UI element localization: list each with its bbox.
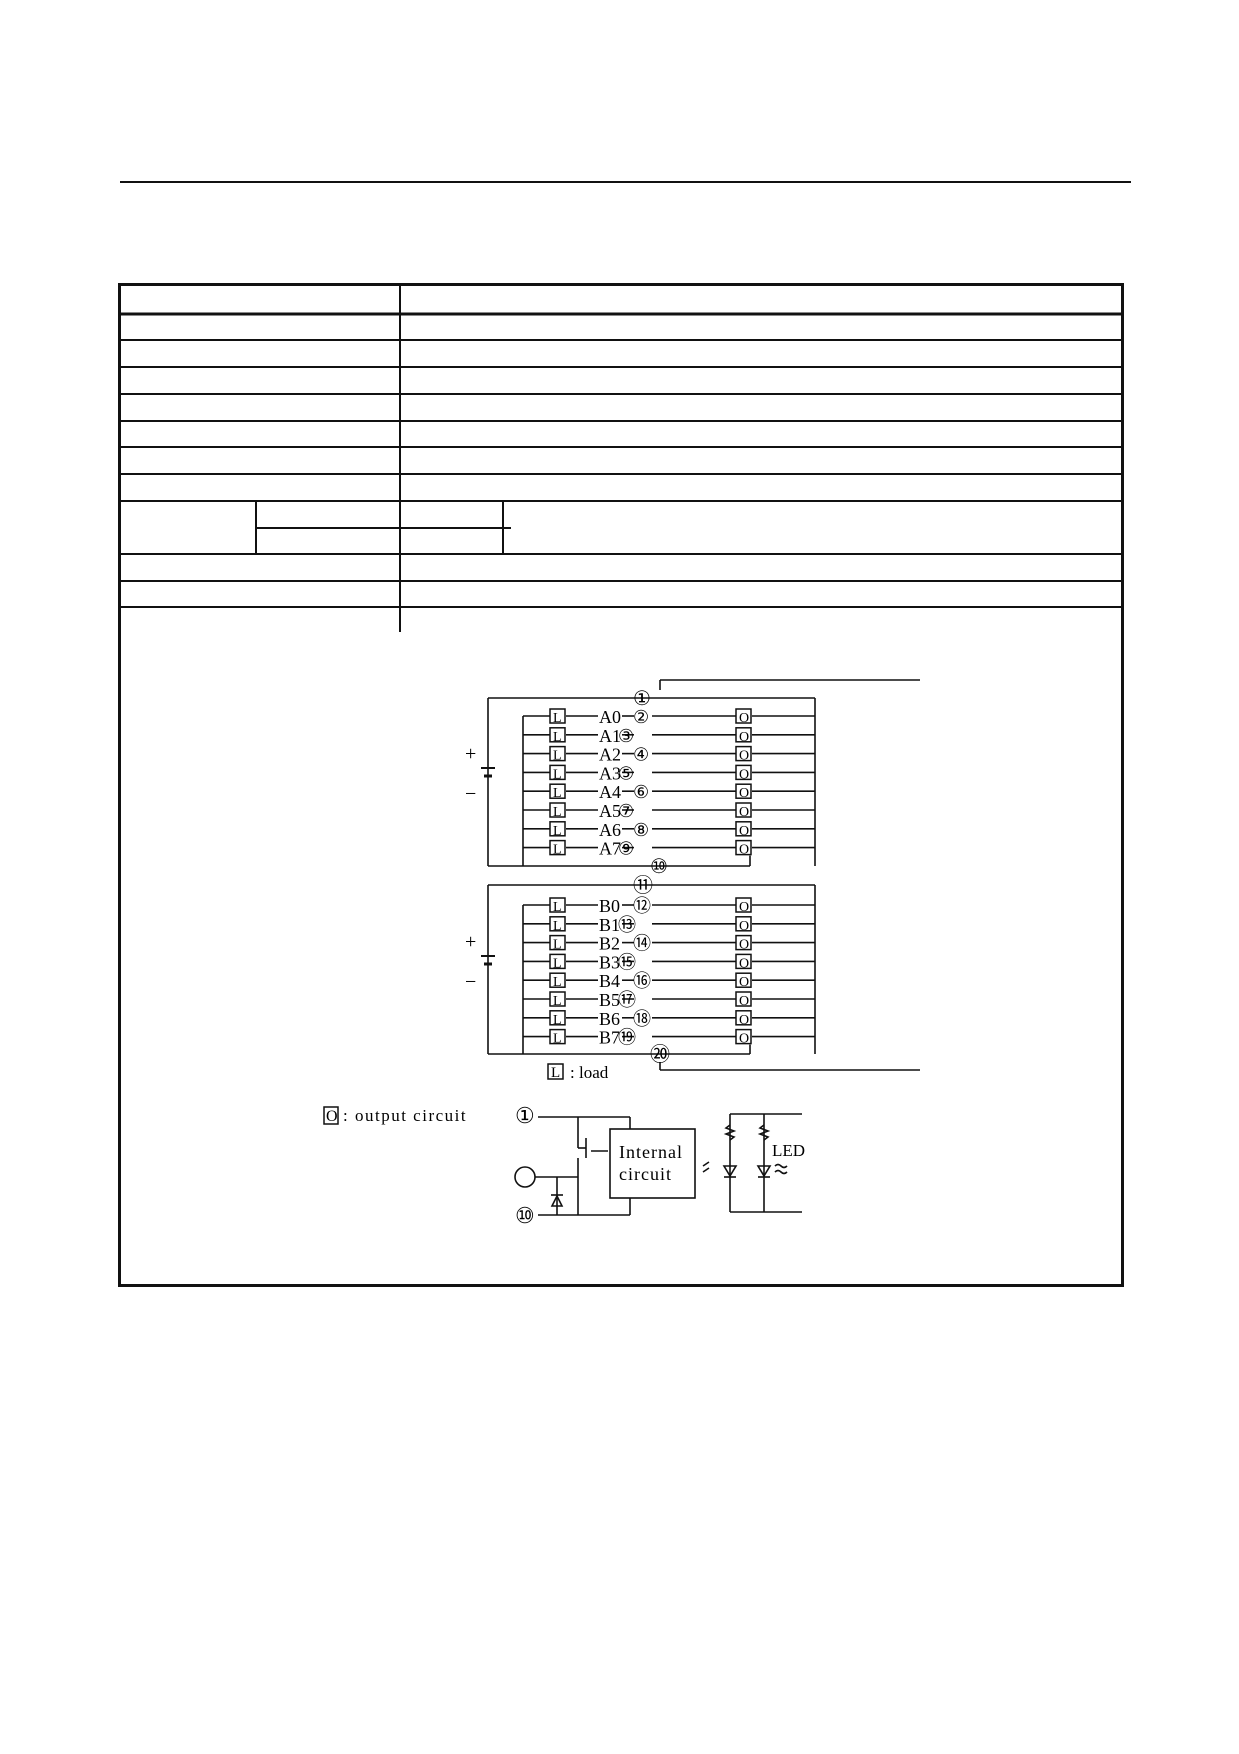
spec-table-frame [118, 283, 1124, 1287]
spec-table [121, 286, 1121, 632]
table-row-rules [121, 339, 1121, 608]
header-rule [120, 181, 1131, 183]
table-column-rules [255, 286, 504, 632]
